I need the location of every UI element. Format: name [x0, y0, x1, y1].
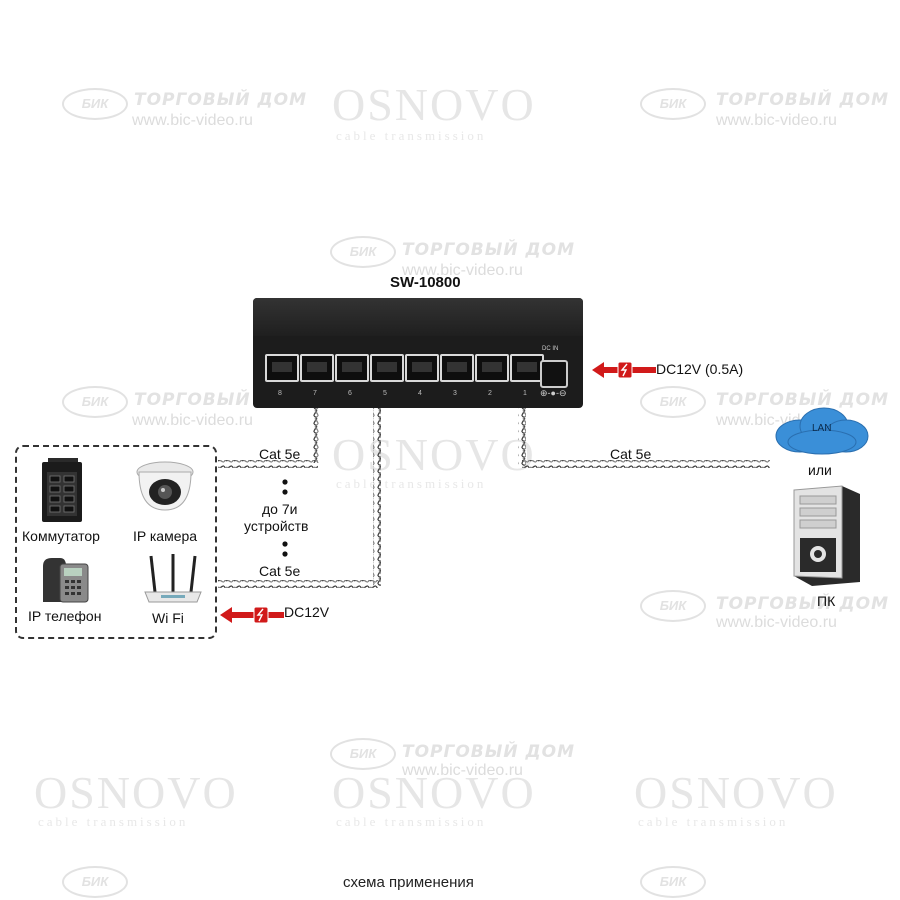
watermark-osnovo: OSNOVO — [332, 79, 536, 130]
ip-camera-icon — [136, 461, 194, 511]
ellipsis-dot — [282, 479, 288, 485]
watermark-bic-badge: БИК — [640, 386, 706, 418]
watermark-bic-text: ТОРГОВЫЙ ДОМ — [134, 90, 308, 110]
lan-label: LAN — [812, 423, 832, 434]
rj45-port — [300, 354, 334, 382]
watermark-osnovo: OSNOVO — [34, 767, 238, 818]
switch-power-label: DC12V (0.5A) — [656, 361, 744, 377]
port-number: 1 — [523, 390, 527, 397]
ip-phone-icon — [43, 558, 89, 603]
ellipsis-dot — [282, 551, 288, 557]
polarity-icon: ⊕-●-⊖ — [540, 388, 567, 398]
power-arrow-switch — [592, 361, 656, 379]
watermark-bic-text: ТОРГОВЫЙ ДОМ — [716, 390, 890, 410]
cable-port8-horizontal — [218, 460, 318, 468]
device-label-camera: IP камера — [133, 528, 198, 544]
watermark-url: www.bic-video.ru — [402, 762, 523, 779]
rj45-port — [370, 354, 404, 382]
watermark-bic-badge: БИК — [330, 236, 396, 268]
device-label-wifi: Wi Fi — [152, 610, 184, 626]
device-label-switch: Коммутатор — [22, 528, 100, 544]
watermark-osnovo-sub: cable transmission — [638, 814, 789, 829]
diagram-caption: схема применения — [343, 874, 474, 891]
watermark-bic-badge: БИК — [330, 738, 396, 770]
watermark-url: www.bic-video.ru — [716, 614, 837, 631]
cable-port1-horizontal — [522, 460, 770, 468]
watermark-osnovo-sub: cable transmission — [336, 476, 487, 491]
watermark-bic-badge: БИК — [640, 590, 706, 622]
power-arrow-devices — [220, 606, 284, 624]
ellipsis-dot — [282, 541, 288, 547]
watermark-bic-text: ТОРГОВЫЙ ДОМ — [402, 240, 576, 260]
watermark-url: www.bic-video.ru — [132, 112, 253, 129]
watermark-bic-badge: БИК — [62, 866, 128, 898]
watermark-bic-badge: БИК — [62, 386, 128, 418]
rj45-port — [265, 354, 299, 382]
watermark-osnovo-sub: cable transmission — [336, 814, 487, 829]
watermark-osnovo: OSNOVO — [332, 429, 536, 480]
port-number: 2 — [488, 390, 492, 397]
device-power-label: DC12V — [284, 604, 330, 620]
pc-tower-icon — [793, 485, 860, 586]
port-number: 8 — [278, 390, 282, 397]
cable-port8-vertical — [313, 408, 321, 463]
rj45-port — [405, 354, 439, 382]
device-count-line1: до 7и — [262, 501, 298, 517]
rj45-port — [510, 354, 544, 382]
dc-power-jack — [540, 360, 568, 388]
device-count-line2: устройств — [244, 518, 309, 534]
cable-port5-horizontal — [218, 580, 378, 588]
rj45-port — [440, 354, 474, 382]
watermark-bic-text: ТОРГОВЫЙ ДОМ — [402, 742, 576, 762]
watermark-bic-badge: БИК — [62, 88, 128, 120]
port-number: 6 — [348, 390, 352, 397]
wifi-router-icon — [144, 554, 202, 603]
port-number: 4 — [418, 390, 422, 397]
watermark-bic-text: ТОРГОВЫЙ ДОМ — [716, 594, 890, 614]
switch-ports — [265, 354, 544, 394]
watermark-osnovo: OSNOVO — [634, 767, 838, 818]
rj45-port — [475, 354, 509, 382]
watermark-url: www.bic-video.ru — [132, 412, 253, 429]
watermark-url: www.bic-video.ru — [402, 262, 523, 279]
watermark-bic-badge: БИК — [640, 866, 706, 898]
switch-top-face — [253, 298, 583, 336]
watermark-osnovo: OSNOVO — [332, 767, 536, 818]
cable-label-left-bottom: Cat 5e — [259, 563, 301, 579]
port-numbers: 8 7 6 5 4 3 2 1 — [265, 390, 545, 402]
device-label-phone: IP телефон — [28, 608, 102, 624]
watermark-url: www.bic-video.ru — [716, 112, 837, 129]
port-number: 7 — [313, 390, 317, 397]
cable-label-left-top: Cat 5e — [259, 446, 301, 462]
cable-port5-vertical — [373, 408, 381, 586]
watermark-osnovo-sub: cable transmission — [336, 128, 487, 143]
dc-in-label: DC IN — [542, 346, 559, 352]
rj45-port — [335, 354, 369, 382]
or-label: или — [808, 462, 832, 478]
cable-port1-vertical — [518, 408, 526, 466]
watermark-osnovo-sub: cable transmission — [38, 814, 189, 829]
port-number: 5 — [383, 390, 387, 397]
cable-label-right: Cat 5e — [610, 446, 652, 462]
network-switch-icon — [42, 458, 82, 522]
pc-label: ПК — [817, 593, 836, 609]
devices-group-box — [15, 445, 217, 639]
switch-model-title: SW-10800 — [390, 274, 461, 291]
lan-cloud-icon — [775, 407, 869, 455]
port-number: 3 — [453, 390, 457, 397]
ellipsis-dot — [282, 489, 288, 495]
watermark-bic-text: ТОРГОВЫЙ ДОМ — [716, 90, 890, 110]
watermark-bic-badge: БИК — [640, 88, 706, 120]
